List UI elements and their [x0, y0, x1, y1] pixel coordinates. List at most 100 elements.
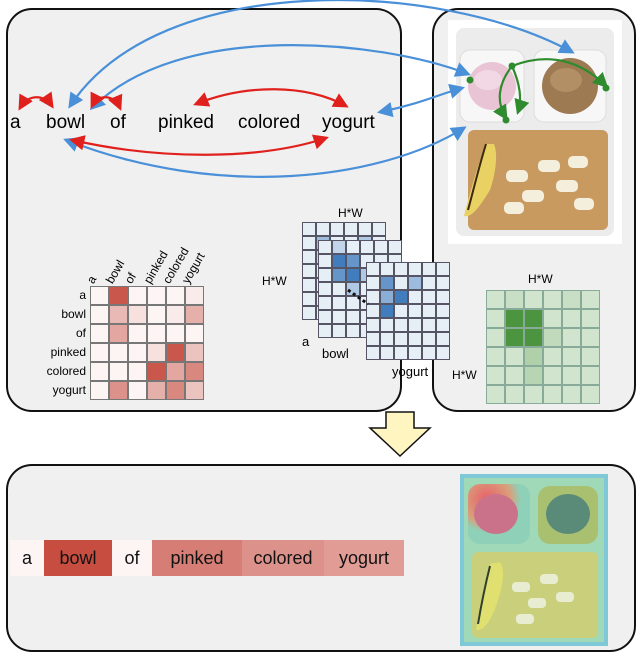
image-label-hw-left: H*W: [452, 368, 477, 382]
stack-cell: [380, 304, 394, 318]
matrix-cell: [166, 324, 185, 343]
stack-cell: [346, 324, 360, 338]
matrix-cell: [147, 343, 166, 362]
result-word-pinked: pinked: [170, 547, 224, 568]
row-label-pinked: pinked: [50, 345, 86, 359]
stack-cell: [330, 222, 344, 236]
stack-cell: [346, 254, 360, 268]
image-matrix-cell: [581, 309, 600, 328]
stack-cell: [316, 222, 330, 236]
stack-cell: [302, 222, 316, 236]
matrix-cell: [185, 305, 204, 324]
image-matrix-cell: [581, 347, 600, 366]
stack-cell: [332, 324, 346, 338]
image-matrix-cell: [562, 309, 581, 328]
matrix-cell: [109, 343, 128, 362]
stack-cell: [394, 290, 408, 304]
image-matrix-cell: [524, 290, 543, 309]
image-matrix-cell: [562, 328, 581, 347]
result-cell-yogurt: yogurt: [324, 540, 404, 576]
image-matrix-cell: [581, 290, 600, 309]
stack-cell: [380, 346, 394, 360]
stack-cell: [408, 304, 422, 318]
image-node-3: [602, 84, 610, 92]
image-matrix-cell: [505, 328, 524, 347]
cross-arrow-bowl-photo: [68, 0, 575, 109]
stack-cell: [422, 276, 436, 290]
stack-cell: [408, 290, 422, 304]
result-word-bowl: bowl: [59, 547, 97, 568]
image-matrix-cell: [486, 385, 505, 404]
stack-cell: [394, 304, 408, 318]
stack-cell: [436, 304, 450, 318]
image-matrix-cell: [581, 385, 600, 404]
image-matrix-cell: [505, 309, 524, 328]
stack-dots: [347, 288, 369, 306]
stack-cell: [436, 332, 450, 346]
row-label-yogurt: yogurt: [52, 383, 86, 397]
stack-cell: [408, 318, 422, 332]
matrix-cell: [109, 324, 128, 343]
stack-cell: [380, 276, 394, 290]
stack-cell: [318, 254, 332, 268]
matrix-cell: [109, 305, 128, 324]
word-a: a: [10, 112, 21, 133]
text-arrow-bowl-yogurt: [68, 134, 329, 156]
stack-cell: [372, 222, 386, 236]
stack-label-bowl: bowl: [322, 346, 349, 361]
stack-cell: [366, 332, 380, 346]
image-matrix-cell: [543, 385, 562, 404]
result-cell-colored: colored: [242, 540, 324, 576]
image-matrix-cell: [486, 347, 505, 366]
stack-cell: [302, 278, 316, 292]
image-matrix-cell: [562, 385, 581, 404]
heatmap-photo: [460, 474, 608, 646]
matrix-cell: [90, 324, 109, 343]
matrix-cell: [128, 381, 147, 400]
stack-cell: [408, 262, 422, 276]
down-arrow: [368, 411, 432, 458]
stack-cell: [332, 240, 346, 254]
stack-cell: [374, 240, 388, 254]
stack-cell: [408, 276, 422, 290]
image-matrix-cell: [543, 347, 562, 366]
matrix-cell: [128, 305, 147, 324]
stack-cell: [366, 346, 380, 360]
matrix-cell: [147, 305, 166, 324]
matrix-cell: [166, 286, 185, 305]
image-matrix-cell: [505, 290, 524, 309]
image-matrix-cell: [543, 328, 562, 347]
stack-cell: [332, 310, 346, 324]
stack-cell: [394, 276, 408, 290]
stack-cell: [302, 250, 316, 264]
stack-cell: [366, 304, 380, 318]
stack-cell: [318, 240, 332, 254]
image-label-hw-top: H*W: [528, 272, 553, 286]
stack-cell: [388, 240, 402, 254]
matrix-cell: [147, 381, 166, 400]
stack-cell: [394, 318, 408, 332]
image-matrix-cell: [524, 347, 543, 366]
cross-arrow-bowl-banana: [63, 126, 467, 178]
image-matrix-cell: [524, 366, 543, 385]
stack-cell: [394, 332, 408, 346]
matrix-cell: [166, 362, 185, 381]
matrix-cell: [128, 324, 147, 343]
stack-cell: [346, 310, 360, 324]
stack-cell: [318, 268, 332, 282]
stack-cell: [318, 324, 332, 338]
stack-cell: [302, 236, 316, 250]
matrix-cell: [90, 286, 109, 305]
stack-cell: [422, 262, 436, 276]
stack-cell: [436, 276, 450, 290]
stack-cell: [408, 346, 422, 360]
result-cell-pinked: pinked: [152, 540, 242, 576]
image-matrix-cell: [486, 328, 505, 347]
cross-arrow-yogurt-photo: [376, 83, 465, 118]
result-word-a: a: [21, 547, 32, 568]
stack-cell: [366, 318, 380, 332]
matrix-cell: [109, 381, 128, 400]
text-arrow-a-bowl: [18, 91, 54, 111]
